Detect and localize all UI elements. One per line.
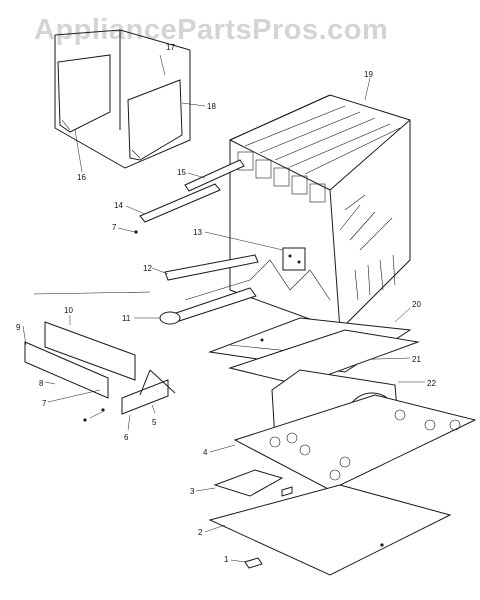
callout-14: 14	[114, 201, 123, 210]
callout-4: 4	[203, 448, 208, 457]
callout-3: 3	[190, 487, 195, 496]
callout-17: 17	[166, 43, 175, 52]
rails-upper	[117, 159, 245, 234]
callout-1: 1	[224, 555, 229, 564]
callout-5: 5	[152, 418, 157, 427]
callout-8: 8	[39, 379, 44, 388]
burner-assembly	[134, 254, 259, 325]
access-door	[204, 484, 452, 576]
callout-7a: 7	[112, 223, 117, 232]
callout-12: 12	[143, 264, 152, 273]
control-bracket	[204, 231, 306, 271]
base-plates	[208, 307, 420, 386]
callout-16: 16	[77, 173, 86, 182]
callout-7b: 7	[42, 399, 47, 408]
rails-left	[22, 315, 176, 431]
callout-13: 13	[193, 228, 202, 237]
callout-15: 15	[177, 168, 186, 177]
callout-2: 2	[198, 528, 203, 537]
callout-20: 20	[412, 300, 421, 309]
small-part	[230, 557, 263, 569]
callout-6: 6	[124, 433, 129, 442]
callout-10: 10	[64, 306, 73, 315]
callout-19: 19	[364, 70, 373, 79]
callout-18: 18	[207, 102, 216, 111]
callout-22: 22	[427, 379, 436, 388]
watermark-text: AppliancePartsPros.com	[34, 14, 389, 46]
filter	[195, 469, 293, 497]
callout-11: 11	[122, 314, 131, 323]
heat-exchanger	[229, 77, 411, 331]
bottom-panel	[209, 394, 477, 491]
callout-9: 9	[16, 323, 21, 332]
insulation-panels	[54, 29, 206, 173]
reference-line	[33, 291, 151, 295]
callout-21: 21	[412, 355, 421, 364]
callout-labels: 1 2 3 4 5 6 7 7 8 9 10 11 12 13 14 15 16…	[16, 43, 436, 564]
